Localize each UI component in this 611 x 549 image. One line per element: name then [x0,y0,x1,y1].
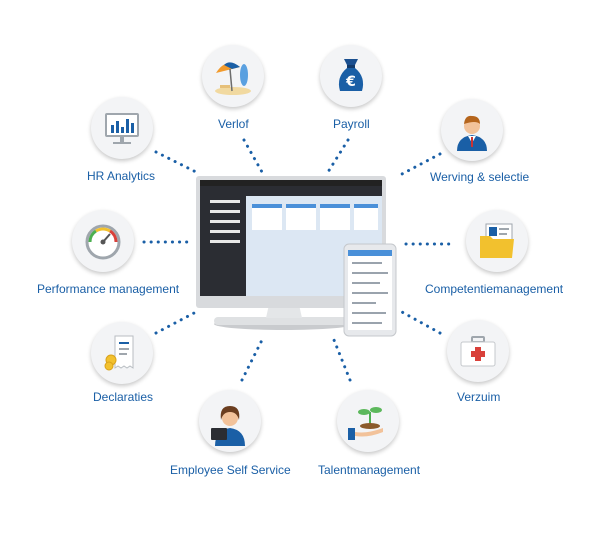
connector-ess [240,338,264,382]
module-label: Performance management [37,282,180,296]
module-label: Declaraties [93,390,154,404]
connector-verlof [242,138,264,174]
module-label: Payroll [333,117,370,131]
module-label: HR Analytics [87,169,156,183]
module-label: Competentiemanagement [425,282,564,296]
module-label: Employee Self Service [170,463,291,477]
central-monitor-with-phone [196,176,397,337]
module-label: Werving & selectie [430,170,530,184]
module-label: Verlof [218,117,249,131]
employee-tablet-icon [199,390,261,452]
business-person-icon [441,99,503,161]
module-label: Talentmanagement [318,463,421,477]
connector-talent [332,338,352,382]
beach-umbrella-icon [202,45,264,107]
svg-text:€: € [345,74,356,90]
first-aid-kit-icon [447,320,509,382]
connector-hr-analytics [154,150,198,174]
plant-hand-icon [337,390,399,452]
module-label: Verzuim [457,390,501,404]
gauge-icon [72,210,134,272]
connector-payroll [326,138,350,174]
folder-profile-icon [466,210,528,272]
euro-money-bag-icon: € [320,45,382,107]
bar-chart-monitor-icon [91,97,153,159]
receipt-coins-icon [91,322,153,384]
